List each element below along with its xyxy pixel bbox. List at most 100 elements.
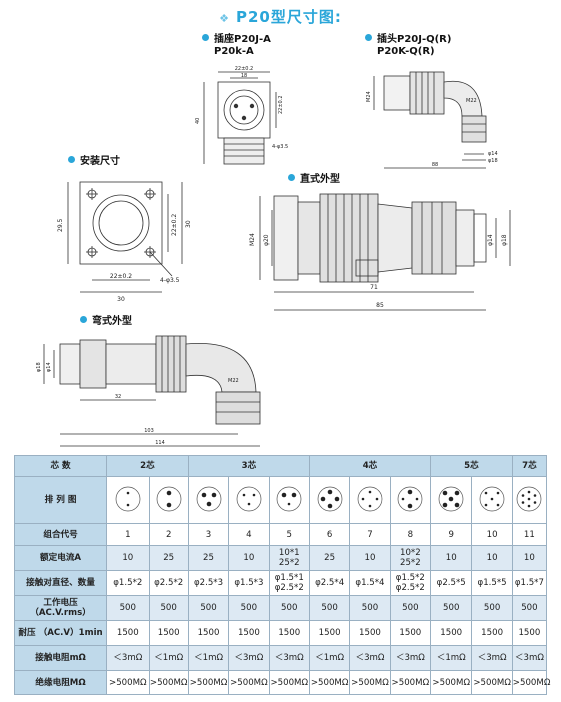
row-label-insulation: 绝缘电阻MΩ [13,670,108,695]
table-cell: 6 [308,523,351,546]
table-row-contact-resistance: 接触电阻mΩ ＜3mΩ＜1mΩ＜1mΩ＜3mΩ＜3mΩ＜1mΩ＜3mΩ＜3mΩ＜… [13,645,548,671]
dim-plug-m22: M22 [466,98,477,104]
dim-install-h3: 30 [185,220,192,228]
table-cell: 500 [187,595,230,621]
table-cell: 500 [349,595,391,621]
table-cell: φ1.5*2 [106,570,150,596]
table-cell: 25 [187,545,230,571]
table-cell: φ1.5*2 φ2.5*2 [389,570,432,596]
pin-diagram-6 [308,476,351,524]
table-cell: >500MΩ [349,670,391,695]
row-label-contact: 接触电阻mΩ [13,645,108,671]
dim-socket-width: 22±0.2 [235,66,254,72]
install-drawing: 29.5 22±0.2 30 22±0.2 30 4-φ3.5 [57,181,192,303]
table-cell: 10 [471,523,513,546]
table-cell: ＜3mΩ [389,645,432,671]
dim-bent-103: 103 [144,428,154,434]
dim-straight-d14: φ14 [487,234,494,246]
table-cell: 10 [349,545,391,571]
socket-drawing: 22±0.2 18 40 22±0.2 4-φ3.5 [195,66,288,165]
dim-socket-total: 40 [195,118,201,124]
table-cell: 25 [148,545,189,571]
table-cell: 500 [471,595,513,621]
table-cell: 500 [148,595,189,621]
table-cell: 10 [471,545,513,571]
straight-drawing: M24 φ20 φ14 φ18 71 85 [249,193,511,311]
table-cell: φ1.5*5 [471,570,513,596]
table-cell: >500MΩ [308,670,351,695]
table-cell: 500 [268,595,310,621]
dim-bent-d18: φ18 [36,362,42,372]
pin-diagram-1 [106,476,150,524]
table-cell: 10 [511,545,548,571]
table-cell: 1500 [430,620,473,646]
dim-bent-m22: M22 [228,378,239,384]
pin-diagram-7 [349,476,391,524]
bullet-icon [68,156,75,163]
table-cell: 10 [228,545,270,571]
pin-diagram-10 [471,476,513,524]
label-plug: 插头P20J-Q(R)P20K-Q(R) [365,34,451,58]
table-cell: 1500 [187,620,230,646]
table-cell: 500 [511,595,548,621]
table-cell: 500 [228,595,270,621]
pin-diagram-2 [148,476,189,524]
table-cell: 4 [228,523,270,546]
table-cell: >500MΩ [228,670,270,695]
label-straight: 直式外型 [288,174,340,186]
table-cell: >500MΩ [430,670,473,695]
table-cell: 7 [349,523,391,546]
table-cell: >500MΩ [511,670,550,695]
table-cell: ＜3mΩ [268,645,310,671]
dim-install-w1: 22±0.2 [110,273,132,280]
table-cell: 500 [106,595,150,621]
dim-plug-thread: M24 [366,91,372,102]
header-group-7: 7芯 [511,455,548,477]
label-bent: 弯式外型 [80,316,132,328]
table-cell: 1500 [349,620,391,646]
dim-straight-d18: φ18 [501,234,508,246]
table-cell: ＜1mΩ [148,645,189,671]
table-cell: 9 [430,523,473,546]
header-group-5: 5芯 [430,455,513,477]
row-label-layout: 排 列 图 [13,476,108,524]
bent-drawing: φ18 φ14 M22 32 103 114 [36,335,261,447]
table-row-insulation: 绝缘电阻MΩ >500MΩ>500MΩ>500MΩ>500MΩ>500MΩ>50… [13,670,550,695]
table-cell: ＜1mΩ [430,645,473,671]
table-cell: 1500 [389,620,432,646]
table-cell: 500 [389,595,432,621]
table-cell: φ1.5*3 [228,570,270,596]
table-cell: φ1.5*4 [349,570,391,596]
table-cell: φ2.5*2 [148,570,189,596]
dim-socket-height: 22±0.2 [278,95,284,114]
dim-straight-d20: φ20 [263,234,270,246]
table-cell: >500MΩ [268,670,310,695]
pin-diagram-11 [511,476,548,524]
table-cell: 1500 [511,620,548,646]
table-cell: >500MΩ [187,670,230,695]
table-cell: 1500 [228,620,270,646]
table-cell: 2 [148,523,189,546]
bullet-icon [202,34,209,41]
row-label-current: 额定电流A [13,545,108,571]
table-cell: 1500 [308,620,351,646]
table-cell: 10*1 25*2 [268,545,310,571]
dim-straight-71: 71 [370,284,378,291]
dim-straight-m24: M24 [249,233,256,246]
table-cell: 8 [389,523,432,546]
bullet-icon [80,316,87,323]
table-cell: 1500 [148,620,189,646]
table-cell: 1 [106,523,150,546]
table-cell: >500MΩ [471,670,513,695]
pin-diagram-3 [187,476,230,524]
table-cell: φ2.5*5 [430,570,473,596]
table-cell: ＜3mΩ [228,645,270,671]
dim-straight-85: 85 [376,302,384,309]
row-label-voltage: 工作电压 （AC.V.rms） [13,595,108,621]
pin-diagram-9 [430,476,473,524]
table-cell: 1500 [471,620,513,646]
page-title: ❖P20型尺寸图: [219,8,342,26]
